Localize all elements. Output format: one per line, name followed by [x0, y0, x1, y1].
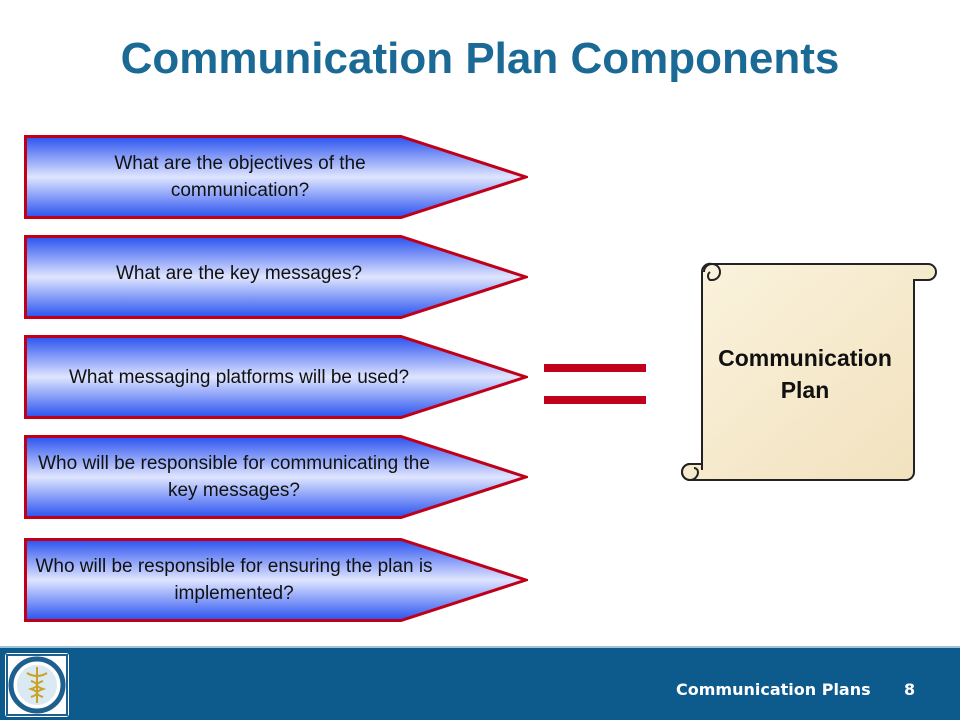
question-arrow-2: What are the key messages? [24, 235, 528, 319]
question-arrow-1: What are the objectives of the communica… [24, 135, 528, 219]
question-text: Who will be responsible for ensuring the… [35, 556, 433, 604]
communication-plan-label: Communication Plan [718, 345, 892, 403]
question-text: What are the key messages? [115, 262, 363, 284]
question-arrow-3: What messaging platforms will be used? [24, 335, 528, 419]
caduceus-logo-icon [5, 653, 69, 717]
page-number: 8 [904, 680, 916, 699]
slide-title: Communication Plan Components [120, 34, 840, 83]
footer-divider [0, 646, 960, 648]
question-arrow-5: Who will be responsible for ensuring the… [24, 538, 528, 622]
scroll-icon [681, 262, 937, 481]
question-arrow-4: Who will be responsible for communicatin… [24, 435, 528, 519]
equals-sign-top-bar [544, 364, 646, 372]
footer-title: Communication Plans [676, 680, 871, 699]
question-text: Who will be responsible for communicatin… [38, 453, 430, 501]
question-text: What are the objectives of the communica… [114, 153, 366, 201]
footer-bar [0, 648, 960, 720]
equals-sign-bottom-bar [544, 396, 646, 404]
question-text: What messaging platforms will be used? [68, 366, 410, 388]
